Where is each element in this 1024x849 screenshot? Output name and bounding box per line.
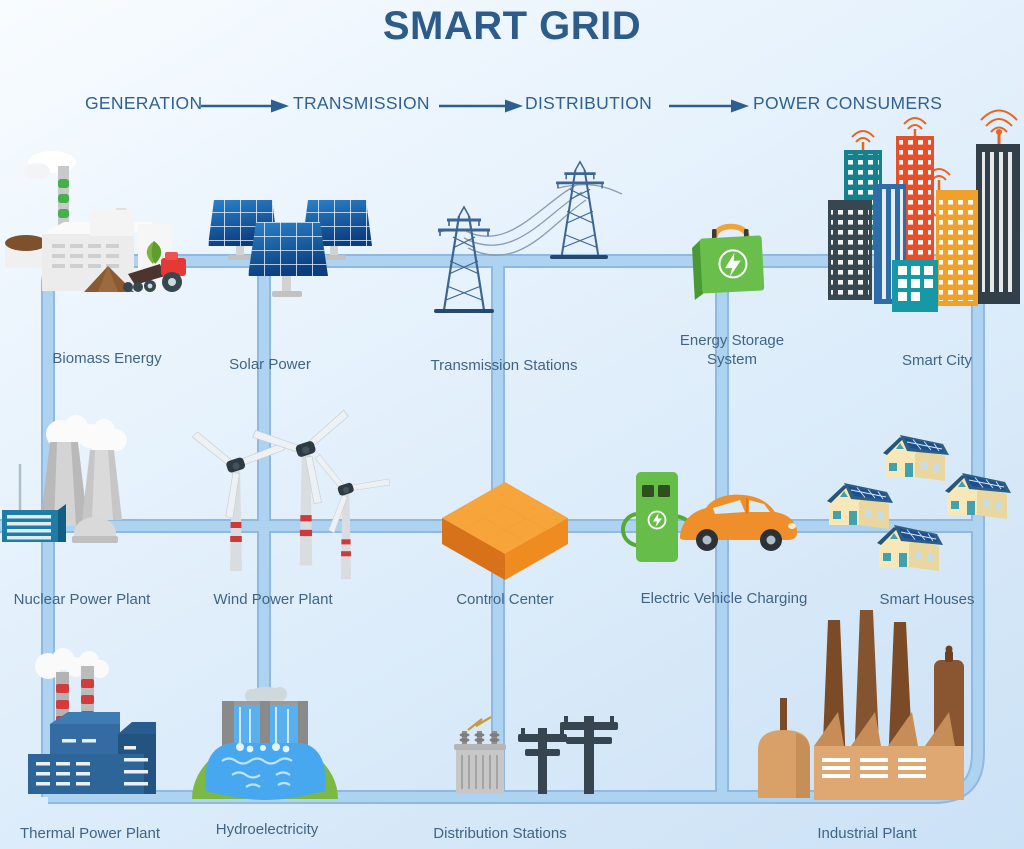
stage-distribution: DISTRIBUTION bbox=[525, 93, 653, 113]
smart-city-label: Smart City bbox=[901, 352, 972, 369]
distribution-stations-label: Distribution Stations bbox=[433, 825, 567, 842]
biomass-energy-label: Biomass Energy bbox=[52, 350, 162, 367]
energy-storage-label: Energy Storage System bbox=[679, 332, 785, 368]
dam-icon bbox=[188, 681, 343, 801]
smart-houses-label: Smart Houses bbox=[879, 591, 975, 608]
control-center-label: Control Center bbox=[456, 591, 554, 608]
stage-generation: GENERATION bbox=[85, 93, 203, 113]
ev-car-charger-icon bbox=[621, 456, 803, 571]
page-title: SMART GRID bbox=[382, 4, 642, 48]
biomass-factory-icon bbox=[2, 146, 202, 331]
flow-arrow-icon bbox=[201, 99, 289, 113]
thermal-factory-icon bbox=[20, 646, 170, 796]
wind-power-plant-label: Wind Power Plant bbox=[213, 591, 333, 608]
transformer-poles-icon bbox=[446, 712, 621, 797]
thermal-power-plant-label: Thermal Power Plant bbox=[19, 825, 161, 842]
city-buildings-icon bbox=[828, 109, 1023, 315]
stage-power-consumers: POWER CONSUMERS bbox=[753, 93, 943, 113]
industrial-factory-icon bbox=[756, 608, 966, 800]
wind-turbines-icon bbox=[186, 404, 392, 580]
server-cubes-icon bbox=[438, 480, 573, 580]
transmission-stations-label: Transmission Stations bbox=[430, 357, 578, 374]
battery-box-icon bbox=[688, 216, 773, 301]
flow-arrow-icon bbox=[669, 99, 749, 113]
solar-houses-icon bbox=[823, 423, 1013, 578]
nuclear-power-plant-label: Nuclear Power Plant bbox=[13, 591, 151, 608]
ev-charging-label: Electric Vehicle Charging bbox=[640, 590, 808, 607]
solar-power-label: Solar Power bbox=[229, 356, 311, 373]
transmission-towers-icon bbox=[408, 158, 628, 318]
solar-panels-icon bbox=[208, 198, 373, 298]
stage-transmission: TRANSMISSION bbox=[293, 93, 430, 113]
cooling-towers-icon bbox=[2, 415, 152, 548]
hydroelectricity-label: Hydroelectricity bbox=[215, 821, 319, 838]
industrial-plant-label: Industrial Plant bbox=[817, 825, 917, 842]
flow-arrow-icon bbox=[439, 99, 523, 113]
